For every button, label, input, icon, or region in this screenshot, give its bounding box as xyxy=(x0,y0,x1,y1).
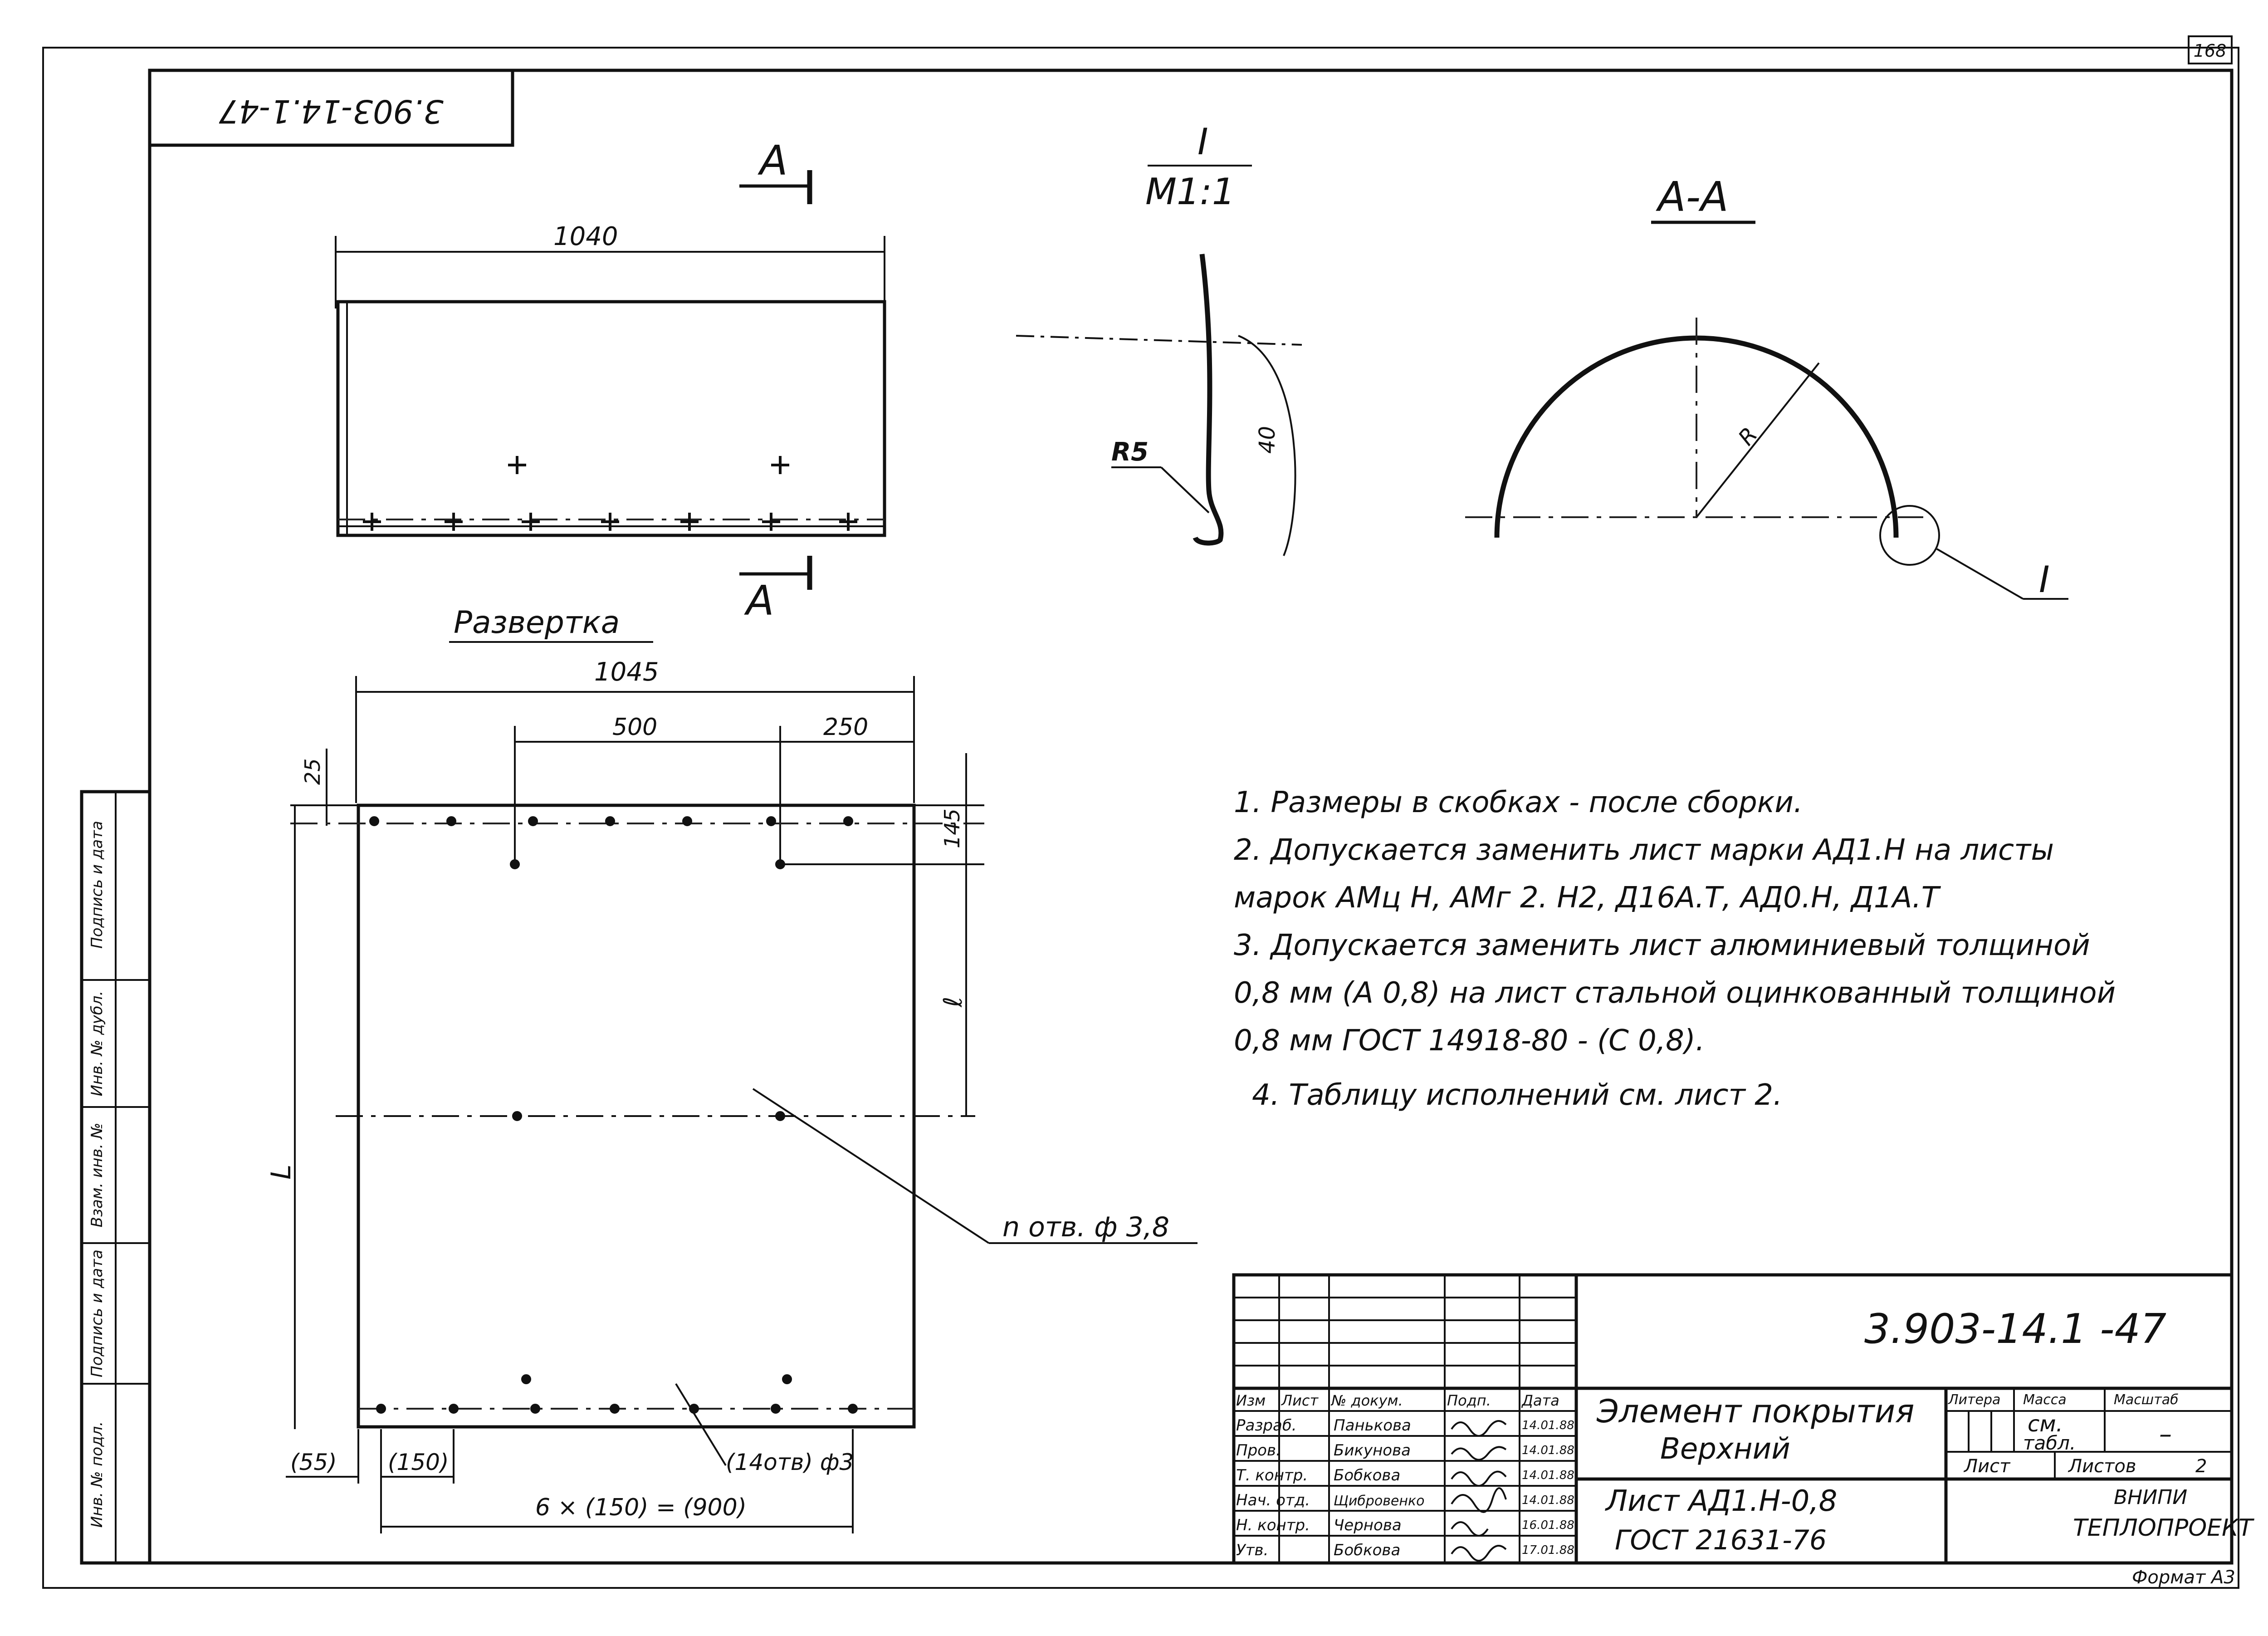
tb-date-3: 14.01.88 xyxy=(1522,1469,1574,1482)
tb-name-2: Бикунова xyxy=(1334,1441,1411,1460)
tb-litera: Литера xyxy=(1948,1392,2000,1408)
rotated-code: 3.903-14.1-47 xyxy=(219,93,444,130)
outer-frame xyxy=(42,47,2239,1589)
side-stamp-5: Подпись и дата xyxy=(88,821,106,949)
detail-scale: M1:1 xyxy=(1145,171,1235,213)
tb-code: 3.903-14.1 -47 xyxy=(1864,1305,2166,1353)
dim-55: (55) xyxy=(290,1449,337,1475)
tb-signatures xyxy=(1451,1420,1507,1562)
dim-l-small: ℓ xyxy=(938,997,968,1008)
section-mark-top: А xyxy=(758,137,788,185)
section-aa: А-А R I xyxy=(1465,173,2068,601)
front-holes xyxy=(363,456,857,531)
notes: 1. Размеры в скобках - после сборки. 2. … xyxy=(1234,786,2116,1112)
note-3: 3. Допускается заменить лист алюминиевый… xyxy=(1234,929,2090,962)
tb-role-6: Утв. xyxy=(1236,1541,1268,1559)
section-aa-title: А-А xyxy=(1656,173,1729,221)
development-title: Развертка xyxy=(454,605,620,641)
tb-role-5: Н. контр. xyxy=(1236,1516,1310,1534)
tb-name-4: Щибровенко xyxy=(1334,1493,1424,1509)
dim-500: 500 xyxy=(612,714,657,741)
side-stamp-1: Инв. № подл. xyxy=(88,1421,106,1528)
dim-chain: 6 × (150) = (900) xyxy=(535,1494,747,1521)
tb-date-1: 14.01.88 xyxy=(1522,1419,1574,1432)
side-stamp-2: Подпись и дата xyxy=(88,1249,106,1377)
detail-view: I M1:1 40 R5 xyxy=(1016,121,1302,556)
dim-250: 250 xyxy=(823,714,868,741)
tb-col-date: Дата xyxy=(1521,1392,1559,1409)
format-label: Формат А3 xyxy=(2132,1567,2235,1588)
note-2: 2. Допускается заменить лист марки АД1.Н… xyxy=(1234,833,2054,867)
section-aa-radius: R xyxy=(1733,422,1762,451)
tb-date-2: 14.01.88 xyxy=(1522,1444,1574,1457)
dim-1045: 1045 xyxy=(594,657,659,687)
side-stamp-4: Инв. № дубл. xyxy=(88,991,106,1097)
development-holes xyxy=(369,816,858,1414)
holes-note: n отв. ф 3,8 xyxy=(1002,1211,1169,1243)
tb-col-doc: № докум. xyxy=(1330,1392,1403,1409)
tb-col-izm: Изм xyxy=(1236,1392,1266,1409)
tb-col-list: Лист xyxy=(1281,1392,1319,1409)
note-3c: 0,8 мм ГОСТ 14918-80 - (С 0,8). xyxy=(1234,1024,1705,1058)
note-2b: марок АМц Н, АМг 2. Н2, Д16А.Т, АД0.Н, Д… xyxy=(1234,881,1941,915)
note-3b: 0,8 мм (А 0,8) на лист стальной оцинкова… xyxy=(1234,976,2116,1010)
tb-date-5: 16.01.88 xyxy=(1522,1518,1574,1532)
rotated-code-box xyxy=(148,69,514,147)
tb-date-6: 17.01.88 xyxy=(1522,1543,1574,1557)
tb-product-2: Верхний xyxy=(1660,1432,1790,1466)
tb-product-1: Элемент покрытия xyxy=(1596,1393,1914,1430)
tb-name-6: Бобкова xyxy=(1334,1541,1400,1559)
tb-role-3: Т. контр. xyxy=(1236,1466,1308,1484)
tb-scale: Масштаб xyxy=(2114,1392,2179,1408)
detail-title: I xyxy=(1198,121,1208,163)
detail-radius: R5 xyxy=(1111,437,1149,467)
dim-150: (150) xyxy=(388,1449,449,1475)
tb-col-sign: Подп. xyxy=(1447,1392,1491,1409)
tb-sheets-value: 2 xyxy=(2195,1456,2207,1477)
tb-name-1: Панькова xyxy=(1334,1416,1411,1435)
detail-length: 40 xyxy=(1255,426,1280,454)
tb-sheet: Лист xyxy=(1963,1456,2011,1477)
tb-material-1: Лист АД1.Н-0,8 xyxy=(1605,1484,1837,1518)
title-block: Изм Лист № докум. Подп. Дата Разраб. Про… xyxy=(1232,1273,2255,1565)
note-4: 4. Таблицу исполнений см. лист 2. xyxy=(1252,1078,1782,1112)
page-number-box xyxy=(2188,35,2233,64)
side-stamp: Инв. № подл. Подпись и дата Взам. инв. №… xyxy=(80,790,152,1565)
page-number: 168 xyxy=(2194,41,2227,61)
section-aa-callout: I xyxy=(2039,558,2050,601)
tb-scale-value: – xyxy=(2159,1420,2172,1449)
dim-L: L xyxy=(265,1165,297,1180)
development-view: Развертка 1045 500 250 25 145 ℓ L xyxy=(265,605,1198,1533)
front-view: А 1040 А xyxy=(335,137,886,625)
tb-material-2: ГОСТ 21631-76 xyxy=(1615,1524,1827,1556)
tb-org-1: ВНИПИ xyxy=(2114,1486,2187,1509)
tb-date-4: 14.01.88 xyxy=(1522,1494,1574,1507)
tb-mass-value-1: см. xyxy=(2028,1411,2063,1437)
section-mark-bottom: А xyxy=(744,577,774,625)
side-stamp-3: Взам. инв. № xyxy=(88,1123,106,1228)
tb-role-1: Разраб. xyxy=(1236,1416,1297,1435)
dim-1040: 1040 xyxy=(553,222,618,251)
tb-name-3: Бобкова xyxy=(1334,1466,1400,1484)
note-1: 1. Размеры в скобках - после сборки. xyxy=(1234,786,1803,819)
dim-25: 25 xyxy=(300,758,325,785)
tb-role-2: Пров. xyxy=(1236,1441,1281,1460)
tb-name-5: Чернова xyxy=(1334,1516,1402,1534)
holes-bottom: (14отв) ф3 xyxy=(726,1449,854,1475)
dim-145: 145 xyxy=(940,808,964,848)
tb-org-2: ТЕПЛОПРОЕКТ xyxy=(2073,1514,2255,1542)
tb-sheets: Листов xyxy=(2068,1456,2136,1477)
tb-mass-value-2: табл. xyxy=(2023,1432,2076,1454)
tb-mass: Масса xyxy=(2023,1392,2067,1408)
tb-role-4: Нач. отд. xyxy=(1236,1491,1310,1509)
